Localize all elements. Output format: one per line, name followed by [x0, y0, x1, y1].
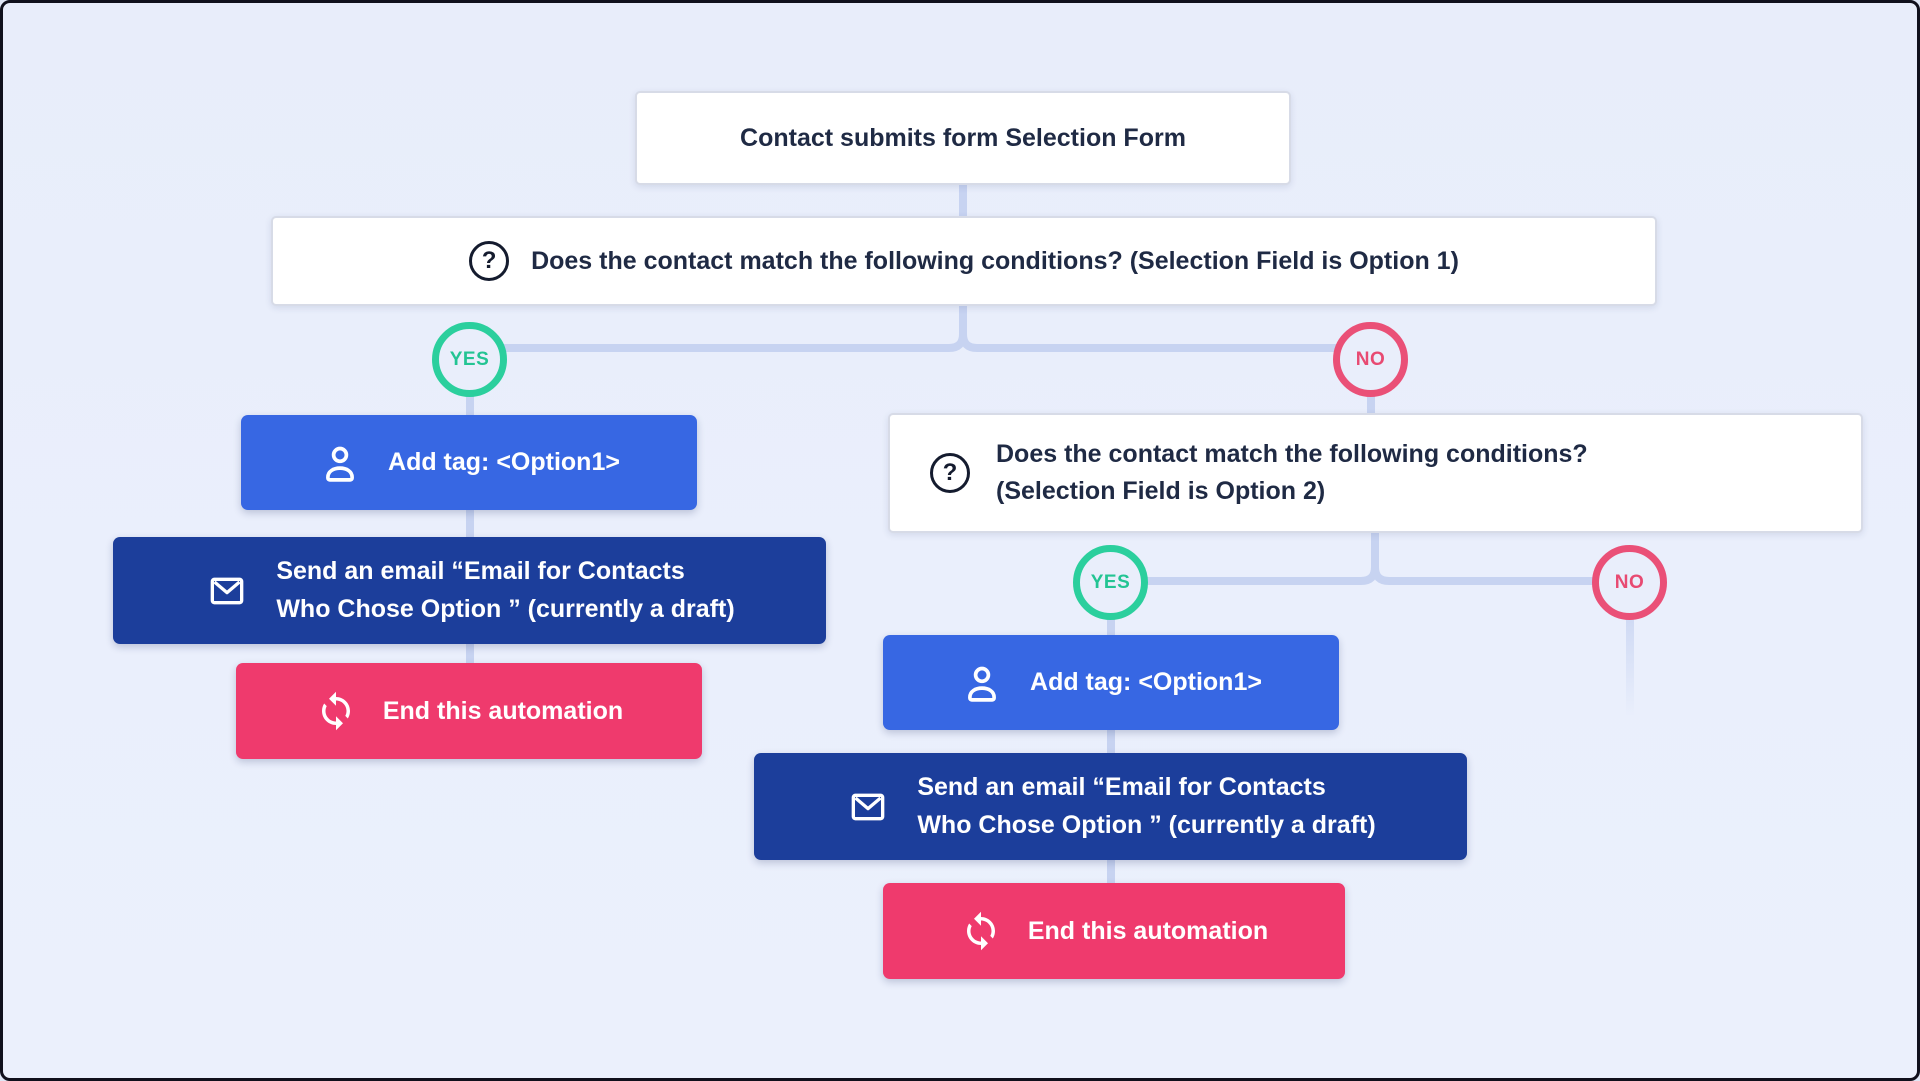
- question-mark-icon: ?: [469, 241, 510, 281]
- connector-lines: [466, 185, 1634, 883]
- condition-1-label: Does the contact match the following con…: [531, 246, 1459, 275]
- end-automation-node-1[interactable]: End this automation: [236, 663, 702, 759]
- condition-node-1[interactable]: ? Does the contact match the following c…: [271, 216, 1657, 306]
- add-tag-1-label: Add tag: <Option1>: [388, 448, 620, 476]
- question-mark-icon: ?: [930, 453, 970, 493]
- branch2-yes-badge: YES: [1073, 545, 1148, 620]
- add-tag-2-label: Add tag: <Option1>: [1030, 668, 1262, 696]
- envelope-icon: [210, 577, 244, 604]
- refresh-icon: [966, 911, 995, 951]
- refresh-icon: [321, 691, 350, 731]
- person-icon: [326, 446, 354, 482]
- branch2-no-badge: NO: [1592, 545, 1667, 620]
- condition-node-2[interactable]: ? Does the contact match the following c…: [888, 413, 1863, 533]
- person-icon: [968, 666, 996, 702]
- envelope-icon: [851, 793, 885, 820]
- branch2-yes-label: YES: [1090, 571, 1131, 593]
- add-tag-node-1[interactable]: Add tag: <Option1>: [241, 415, 697, 510]
- condition-2-label: Does the contact match the following con…: [996, 436, 1588, 511]
- end-automation-node-2[interactable]: End this automation: [883, 883, 1345, 979]
- send-email-1-line2: Who Chose Option ” (currently a draft): [276, 594, 735, 623]
- branch1-no-label: NO: [1355, 348, 1386, 370]
- send-email-1-line1: Send an email “Email for Contacts: [276, 557, 685, 585]
- send-email-2-line2: Who Chose Option ” (currently a draft): [917, 810, 1376, 839]
- send-email-2-line1: Send an email “Email for Contacts: [917, 773, 1326, 801]
- end-automation-1-label: End this automation: [382, 696, 624, 725]
- end-automation-2-label: End this automation: [1027, 916, 1269, 945]
- add-tag-node-2[interactable]: Add tag: <Option1>: [883, 635, 1339, 730]
- branch1-yes-label: YES: [449, 348, 490, 370]
- branch1-no-badge: NO: [1333, 322, 1408, 397]
- trigger-node[interactable]: Contact submits form Selection Form: [635, 91, 1291, 185]
- condition-2-line2: (Selection Field is Option 2): [996, 477, 1326, 505]
- branch1-yes-badge: YES: [432, 322, 507, 397]
- trigger-label: Contact submits form Selection Form: [740, 123, 1186, 152]
- send-email-node-1[interactable]: Send an email “Email for Contacts Who Ch…: [113, 537, 826, 644]
- send-email-1-label: Send an email “Email for Contacts Who Ch…: [276, 553, 734, 628]
- send-email-node-2[interactable]: Send an email “Email for Contacts Who Ch…: [754, 753, 1467, 860]
- send-email-2-label: Send an email “Email for Contacts Who Ch…: [917, 769, 1375, 844]
- condition-2-line1: Does the contact match the following con…: [996, 439, 1588, 468]
- branch2-no-label: NO: [1614, 571, 1645, 593]
